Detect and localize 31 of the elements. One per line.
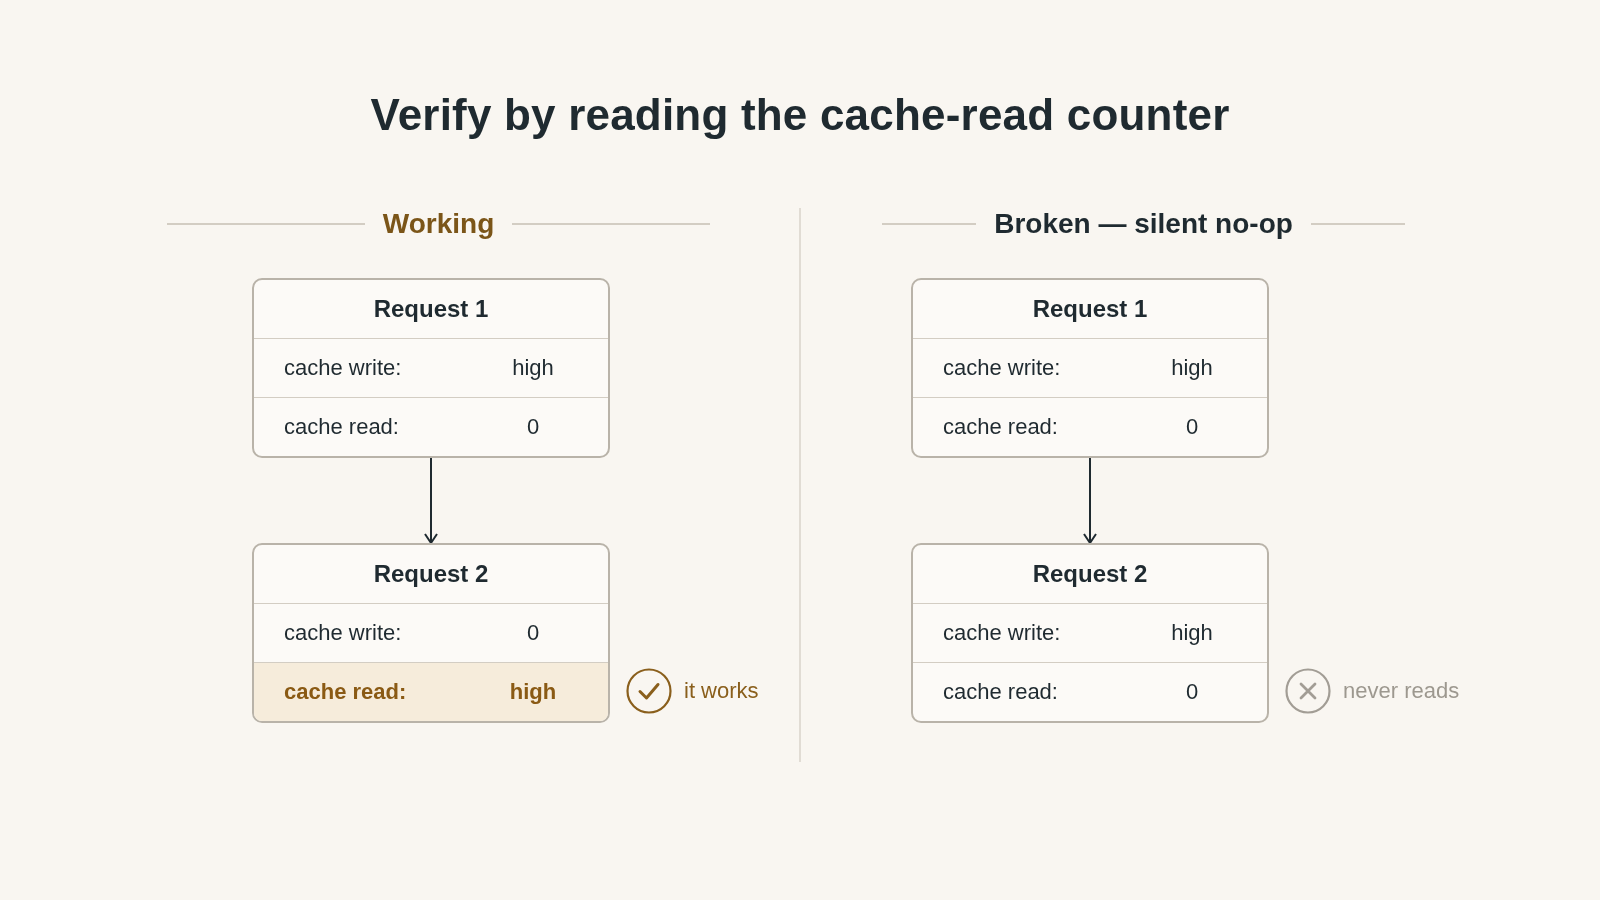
request-title: Request 1	[1032, 294, 1148, 324]
arrow	[424, 457, 438, 544]
counter-value: 0	[526, 619, 540, 647]
counter-value: 0	[1185, 413, 1199, 441]
counter-value: high	[509, 678, 557, 706]
request-card	[911, 543, 1269, 723]
counter-label: cache write:	[943, 619, 1061, 647]
counter-value: high	[512, 354, 554, 382]
arrow	[1083, 457, 1097, 544]
status-text: it works	[684, 677, 759, 705]
counter-label: cache write:	[284, 354, 402, 382]
title: Verify by reading the cache-read counter	[370, 90, 1230, 141]
request-title: Request 2	[1032, 559, 1148, 589]
counter-label: cache write:	[284, 619, 402, 647]
counter-label: cache read:	[284, 678, 407, 706]
counter-value: 0	[1185, 678, 1199, 706]
counter-value: high	[1171, 354, 1213, 382]
section-heading: Broken — silent no-op	[994, 207, 1293, 241]
counter-value: high	[1171, 619, 1213, 647]
counter-label: cache read:	[943, 678, 1058, 706]
request-card	[252, 543, 610, 723]
counter-value: 0	[526, 413, 540, 441]
request-title: Request 1	[373, 294, 489, 324]
counter-label: cache read:	[284, 413, 399, 441]
request-card	[911, 278, 1269, 458]
counter-label: cache read:	[943, 413, 1058, 441]
counter-label: cache write:	[943, 354, 1061, 382]
status-text: never reads	[1343, 677, 1460, 705]
request-card	[252, 278, 610, 458]
request-title: Request 2	[373, 559, 489, 589]
section-heading: Working	[382, 207, 495, 241]
